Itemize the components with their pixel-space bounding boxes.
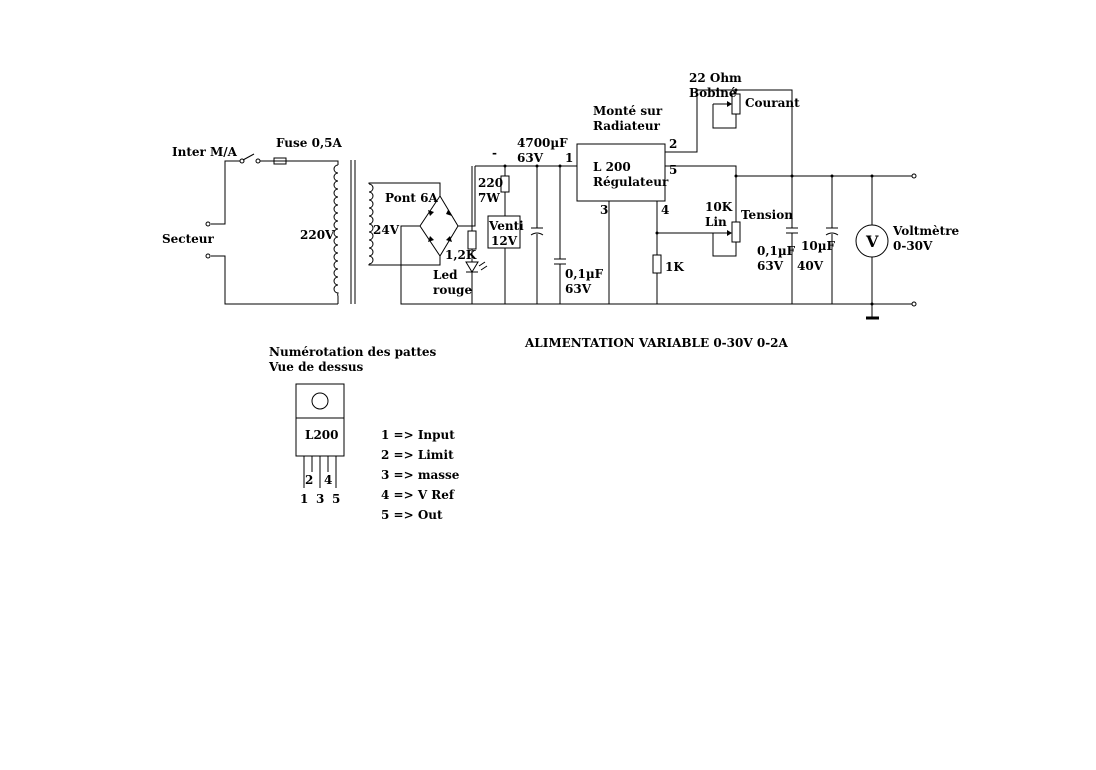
label-pin2: 2: [669, 137, 677, 151]
label-voltmeter-symbol: V: [865, 232, 879, 251]
pinout-diagram: Numérotation des pattes Vue de dessus L2…: [268, 345, 460, 522]
l200-box: [576, 143, 666, 202]
label-led: Led: [433, 268, 458, 282]
fan-branch: [487, 164, 521, 304]
regulator: [573, 89, 793, 304]
legend-item: 3 => masse: [381, 468, 460, 482]
label-tension: Tension: [741, 208, 793, 222]
led-branch: [465, 166, 488, 304]
mounting-hole-icon: [311, 392, 329, 410]
diode-icon: [428, 210, 434, 216]
input-capacitors: [530, 164, 566, 304]
label-24v: 24V: [373, 223, 400, 237]
wiper-arrow-icon: [727, 101, 732, 107]
label-220: 220: [478, 176, 503, 190]
bridge-diamond: [419, 195, 459, 257]
wiper-arrow-icon: [727, 230, 732, 236]
label-lin: Lin: [705, 215, 727, 229]
label-courant: Courant: [745, 96, 800, 110]
label-4700: 4700µF: [517, 136, 568, 150]
switch-contact: [239, 158, 245, 164]
diagram-title: ALIMENTATION VARIABLE 0-30V 0-2A: [524, 336, 789, 350]
legend-item: 4 => V Ref: [381, 488, 455, 502]
switch-contact: [255, 158, 261, 164]
label-40v: 40V: [797, 259, 824, 273]
switch-lever: [242, 153, 255, 161]
label-bobine: Bobiné: [689, 86, 737, 100]
voltage-pot: [712, 176, 741, 257]
legend-item: 2 => Limit: [381, 448, 454, 462]
fan-box: [487, 215, 521, 249]
pin-label: 1: [300, 492, 308, 506]
resistor-1k2: [467, 230, 477, 250]
label-22ohm: 22 Ohm: [689, 71, 742, 85]
legend-item: 1 => Input: [381, 428, 455, 442]
current-pot: [712, 88, 741, 129]
diode-icon: [428, 236, 434, 242]
label-1k: 1K: [665, 260, 684, 274]
primary-winding: [333, 164, 339, 297]
output-terminal-plus: [911, 173, 917, 179]
label-voltmetre: Voltmètre: [892, 224, 960, 238]
pin-label: 3: [316, 492, 324, 506]
label-63v-b: 63V: [565, 282, 592, 296]
output-section: [734, 174, 912, 320]
label-radiateur: Radiateur: [593, 119, 661, 133]
label-0-30v: 0-30V: [893, 239, 933, 253]
label-pin1: 1: [565, 151, 573, 165]
secondary-winding: [368, 183, 374, 265]
label-pin4: 4: [661, 203, 669, 217]
led-symbol: [465, 261, 479, 273]
label-l200: L 200: [593, 160, 631, 174]
label-monte: Monté sur: [593, 104, 663, 118]
pinout-subheading: Vue de dessus: [268, 360, 364, 374]
label-minus: -: [492, 146, 497, 160]
label-0-1uf-in: 0,1µF: [565, 267, 604, 281]
led-ray: [478, 261, 486, 267]
label-12v: 12V: [491, 234, 518, 248]
label-0-1uf-out: 0,1µF: [757, 244, 796, 258]
label-inter: Inter M/A: [172, 145, 238, 159]
pot-10k: [731, 221, 741, 243]
rails: [475, 165, 917, 307]
diode-icon: [446, 236, 452, 242]
label-10k: 10K: [705, 200, 733, 214]
cap-4700-plate: [530, 232, 544, 236]
label-220v: 220V: [300, 228, 335, 242]
label-venti: Venti: [488, 219, 524, 233]
label-63v-a: 63V: [517, 151, 544, 165]
label-pin5: 5: [669, 163, 677, 177]
pinout-heading: Numérotation des pattes: [269, 345, 437, 359]
label-63v-c: 63V: [757, 259, 784, 273]
terminal-top: [205, 221, 211, 227]
resistor-1k: [652, 254, 662, 274]
label-regulateur: Régulateur: [593, 175, 669, 189]
bridge-rectifier: [368, 166, 476, 305]
legend-item: 5 => Out: [381, 508, 443, 522]
label-rouge: rouge: [433, 283, 472, 297]
transformer: [333, 160, 374, 304]
label-1k2: 1,2K: [445, 248, 477, 262]
pin-label: 5: [332, 492, 340, 506]
cap-10u-plate: [825, 232, 839, 236]
pin-label: 2: [305, 473, 313, 487]
label-7w: 7W: [478, 191, 500, 205]
pin-label: 4: [324, 473, 332, 487]
terminal-bottom: [205, 253, 211, 259]
label-fuse: Fuse 0,5A: [276, 136, 342, 150]
led-ray: [480, 265, 488, 271]
label-10uf: 10µF: [801, 239, 835, 253]
labels: Inter M/A Fuse 0,5A Secteur 220V Pont 6A…: [162, 71, 960, 350]
mains-section: [205, 153, 339, 305]
output-terminal-minus: [911, 301, 917, 307]
label-pin3: 3: [600, 203, 608, 217]
pinout-package: [295, 383, 345, 457]
diode-icon: [446, 210, 452, 216]
pinout-chip-label: L200: [305, 428, 339, 442]
label-secteur: Secteur: [162, 232, 215, 246]
label-pont: Pont 6A: [385, 191, 439, 205]
